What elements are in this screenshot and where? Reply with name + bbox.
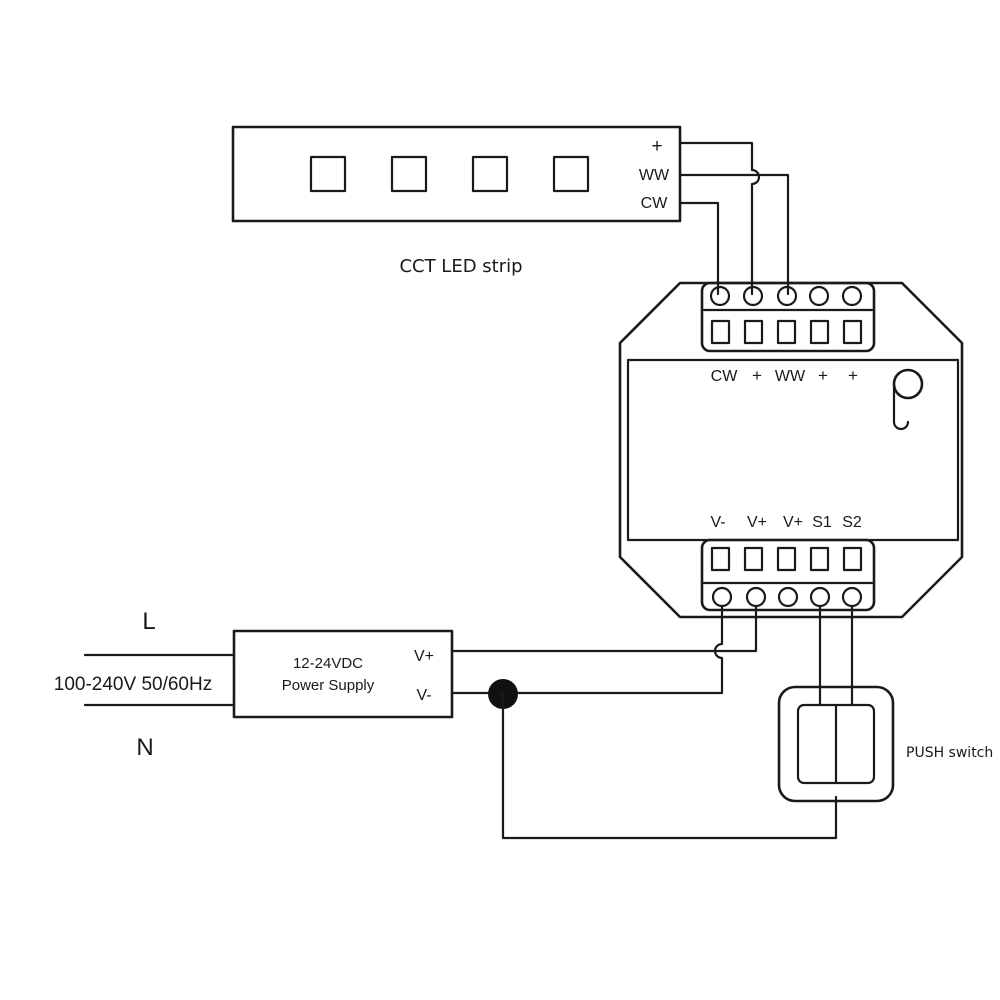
- bottom-terminal-screw: [711, 586, 733, 608]
- bottom-terminal-screw: [777, 586, 799, 608]
- led-chip: [309, 155, 347, 193]
- top-terminal-screw: [776, 285, 798, 307]
- mains-n-label: N: [136, 734, 153, 761]
- pairing-button[interactable]: [892, 368, 924, 431]
- led-strip-label: CCT LED strip: [399, 256, 522, 277]
- top-terminal-screw: [841, 285, 863, 307]
- terminal-label-ww: WW: [775, 368, 806, 385]
- power-supply-vminus: V-: [416, 687, 431, 704]
- top-terminal-slot: [743, 319, 764, 345]
- led-pin-cw: CW: [641, 195, 669, 212]
- top-terminal-screw: [709, 285, 731, 307]
- power-supply: 12-24VDC Power Supply V+ V-: [232, 629, 454, 719]
- terminal-label-s1: S1: [812, 514, 832, 531]
- bottom-terminal-slot: [809, 546, 830, 572]
- dc-wires: [450, 604, 838, 840]
- top-terminal-slot: [710, 319, 731, 345]
- bottom-terminal-screw: [809, 586, 831, 608]
- bottom-terminal-slot: [842, 546, 863, 572]
- wire-switch-return: [501, 692, 838, 840]
- bottom-terminal-screw: [841, 586, 863, 608]
- power-supply-vplus: V+: [414, 648, 434, 665]
- top-terminal-block: [700, 281, 876, 353]
- terminal-label-vplus: V+: [747, 514, 767, 531]
- bottom-terminal-slot: [710, 546, 731, 572]
- wire-plus: [678, 141, 761, 296]
- power-supply-rating: 12-24VDC: [293, 655, 363, 672]
- wire-ww: [678, 173, 790, 296]
- bottom-terminal-block: [700, 538, 876, 612]
- push-switch[interactable]: [777, 685, 895, 803]
- terminal-label-vminus: V-: [710, 514, 725, 531]
- top-terminal-slot: [842, 319, 863, 345]
- bottom-terminal-slot: [743, 546, 764, 572]
- terminal-label-plus: +: [752, 366, 762, 385]
- top-terminal-screw: [742, 285, 764, 307]
- terminal-label-cw: CW: [711, 368, 739, 385]
- led-strip-body: [231, 125, 682, 223]
- terminal-label-s2: S2: [842, 514, 862, 531]
- power-supply-name: Power Supply: [282, 677, 375, 694]
- push-switch-label: PUSH switch: [906, 745, 993, 761]
- controller-panel: [626, 358, 960, 542]
- top-terminal-slot: [809, 319, 830, 345]
- mains-input: L 100-240V 50/60Hz N: [54, 608, 236, 761]
- wire-cw: [678, 201, 720, 296]
- wire-vplus: [450, 604, 758, 653]
- bottom-terminal-slot: [776, 546, 797, 572]
- top-terminal-slot: [776, 319, 797, 345]
- mains-voltage: 100-240V 50/60Hz: [54, 674, 212, 695]
- led-pin-plus: +: [651, 136, 662, 157]
- led-chip: [552, 155, 590, 193]
- wire-vminus: [450, 604, 724, 695]
- led-wires: [678, 141, 790, 296]
- led-chip: [471, 155, 509, 193]
- bottom-terminal-screw: [745, 586, 767, 608]
- controller-body: [618, 281, 964, 619]
- top-terminal-screw: [808, 285, 830, 307]
- led-chip: [390, 155, 428, 193]
- controller: CW + WW + + V- V+ V+ S1 S2: [618, 281, 964, 619]
- led-strip: + WW CW: [231, 125, 682, 223]
- push-switch-frame[interactable]: [777, 685, 895, 803]
- terminal-label-plus: +: [818, 366, 828, 385]
- power-supply-body: [232, 629, 454, 719]
- terminal-label-vplus: V+: [783, 514, 803, 531]
- mains-l-label: L: [142, 608, 155, 635]
- terminal-label-plus: +: [848, 366, 858, 385]
- led-pin-ww: WW: [639, 167, 670, 184]
